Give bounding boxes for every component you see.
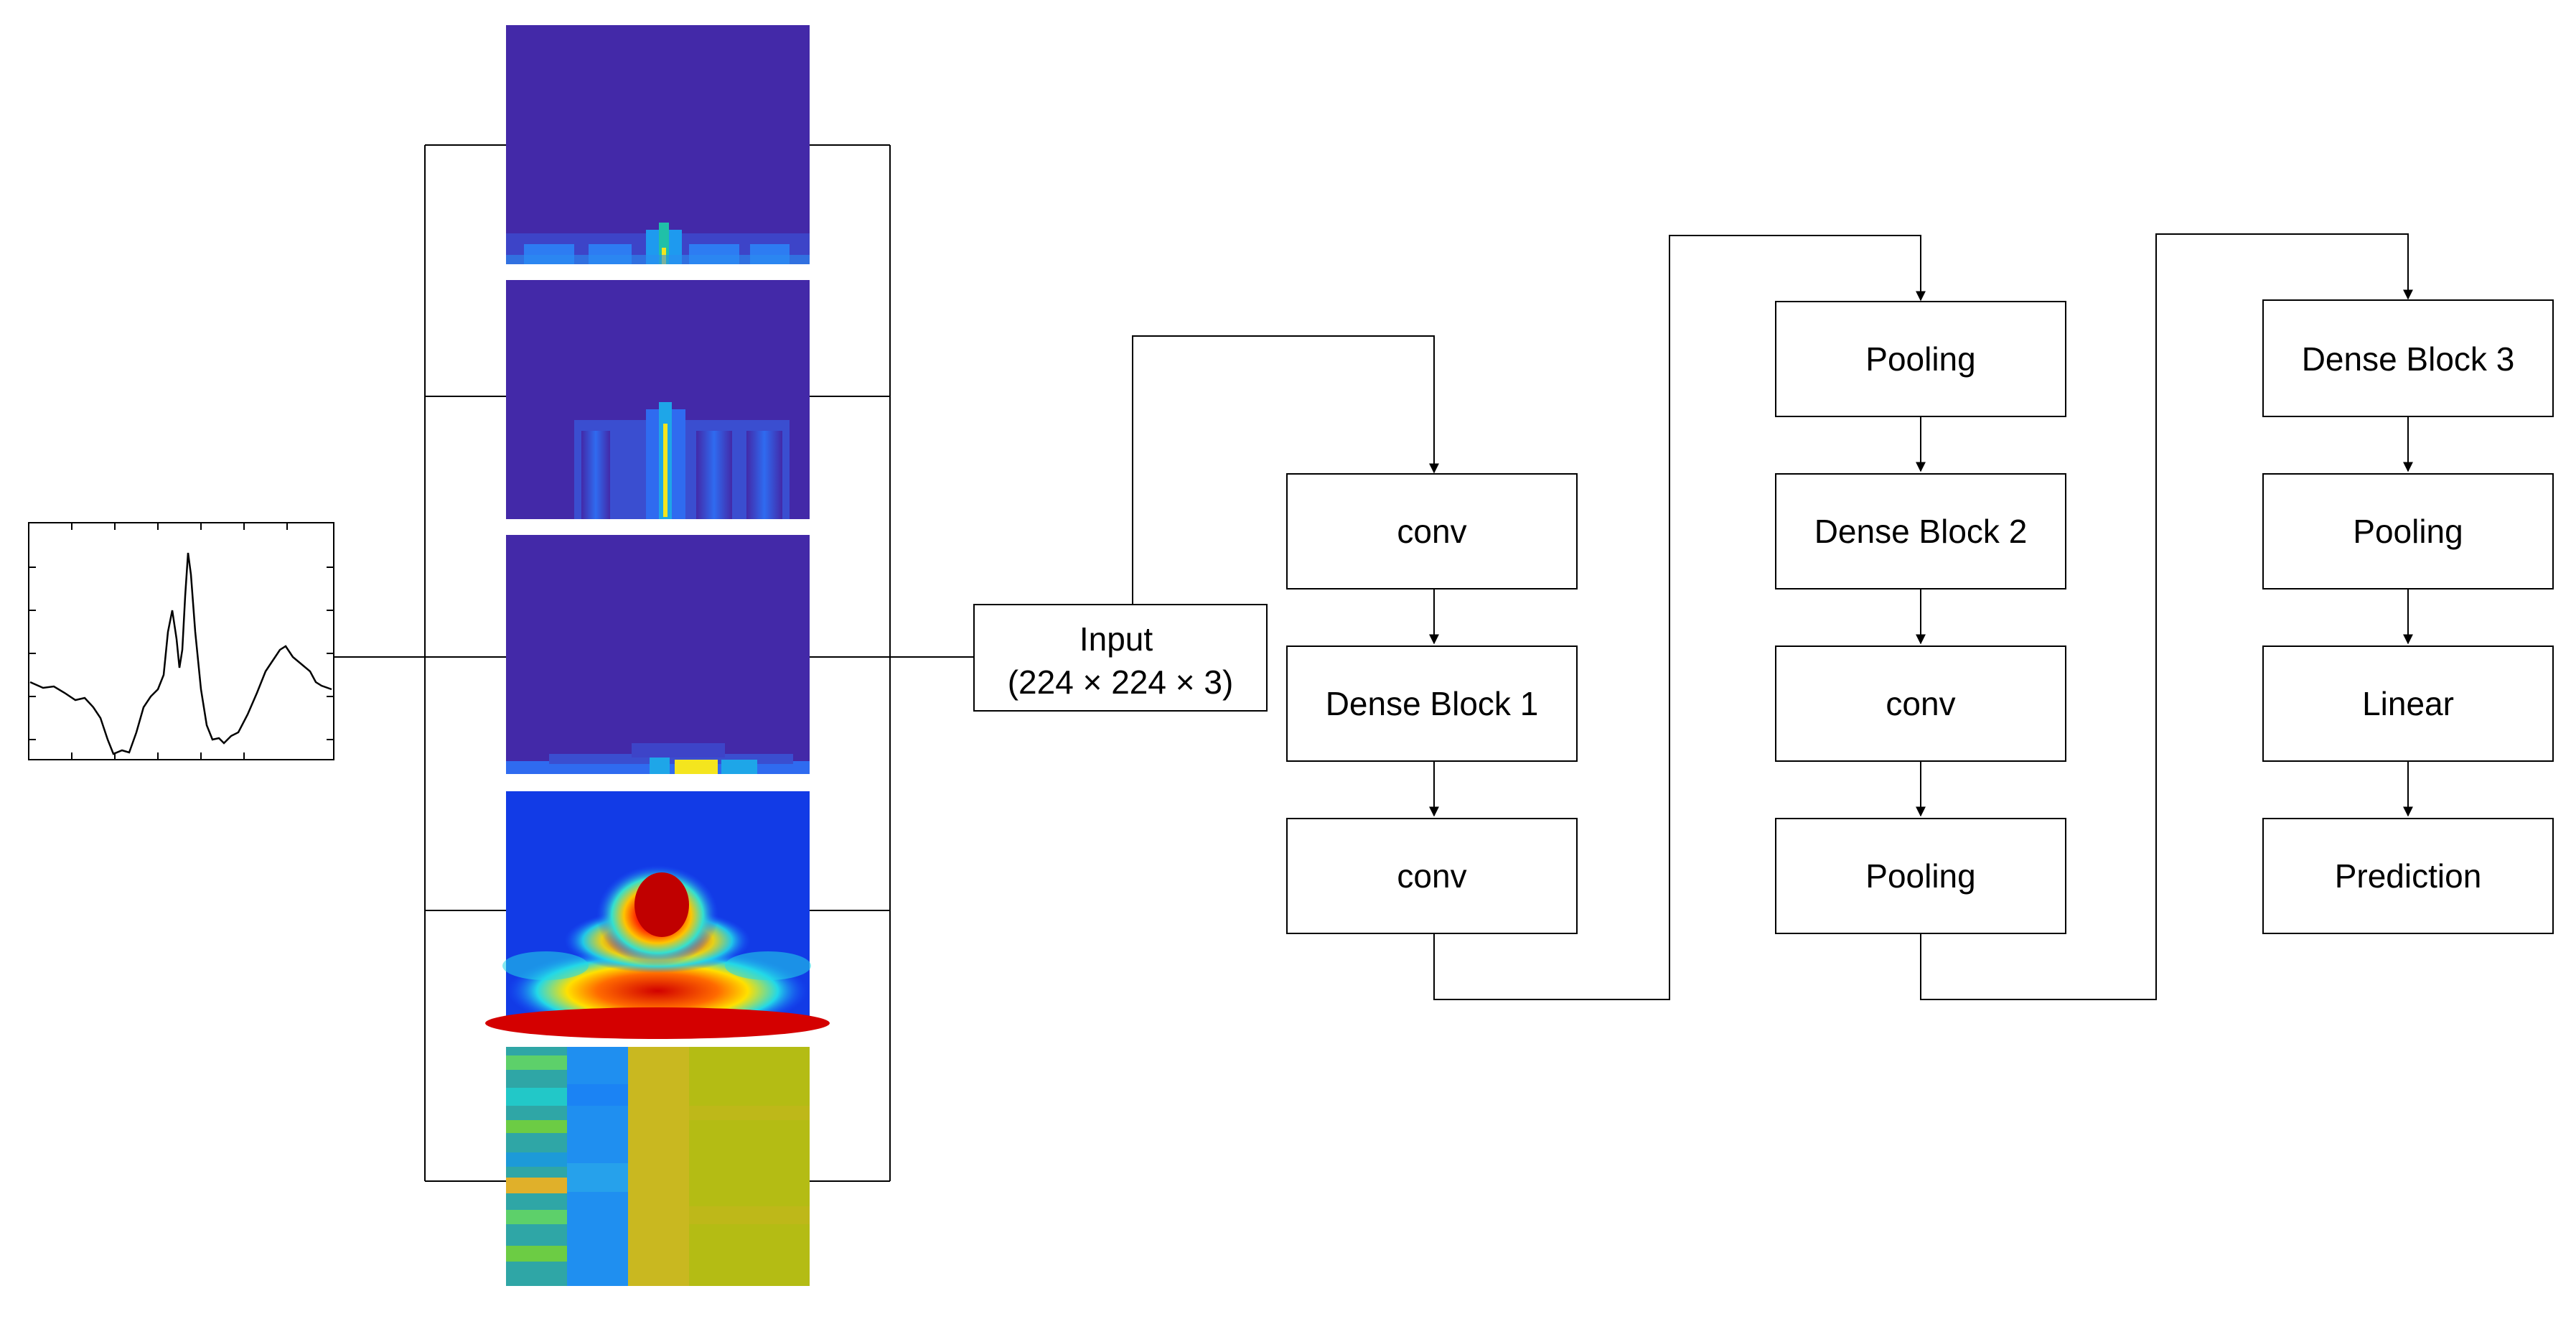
- block-label: Dense Block 1: [1326, 685, 1539, 722]
- time-frequency-map-1: [506, 25, 810, 264]
- ecg-waveform: [29, 552, 332, 755]
- block-label: conv: [1397, 857, 1466, 895]
- block-label: conv: [1886, 685, 1955, 722]
- block-label: Pooling: [2353, 513, 2463, 550]
- block-label: Pooling: [1865, 857, 1975, 895]
- block-label: Dense Block 3: [2302, 340, 2515, 378]
- conv-block: conv: [1775, 645, 2066, 762]
- time-frequency-map-3: [506, 535, 810, 774]
- time-frequency-map-2: [506, 280, 810, 519]
- ecg-signal-plot: [28, 522, 334, 760]
- block-label: Pooling: [1865, 340, 1975, 378]
- plot-tick-marks: [29, 523, 334, 760]
- block-label: Linear: [2362, 685, 2454, 722]
- input-shape-label: (224 × 224 × 3): [1008, 663, 1234, 701]
- pooling-block: Pooling: [1775, 301, 2066, 417]
- block-label: Prediction: [2335, 857, 2482, 895]
- dense-block-3: Dense Block 3: [2262, 299, 2554, 417]
- pooling-block: Pooling: [1775, 818, 2066, 934]
- block-label: Dense Block 2: [1814, 513, 2028, 550]
- block-label: conv: [1397, 513, 1466, 550]
- column-2: Pooling Dense Block 2 conv Pooling: [1775, 301, 2066, 934]
- input-label: Input: [1079, 620, 1153, 658]
- input-box: Input (224 × 224 × 3): [973, 604, 1268, 712]
- prediction-block: Prediction: [2262, 818, 2554, 934]
- linear-block: Linear: [2262, 645, 2554, 762]
- feature-stripes: [506, 1047, 810, 1286]
- pooling-block: Pooling: [2262, 473, 2554, 589]
- merge-connectors: [810, 144, 974, 1182]
- flow-connectors: [1132, 233, 2413, 1000]
- column-3: Dense Block 3 Pooling Linear Prediction: [2262, 299, 2554, 934]
- conv-block: conv: [1286, 818, 1578, 934]
- column-1: conv Dense Block 1 conv: [1286, 473, 1578, 934]
- branch-connectors-left: [334, 144, 506, 1182]
- dense-block-2: Dense Block 2: [1775, 473, 2066, 589]
- dense-block-1: Dense Block 1: [1286, 645, 1578, 762]
- wavelet-scalogram-jet: [485, 791, 830, 1039]
- conv-block: conv: [1286, 473, 1578, 589]
